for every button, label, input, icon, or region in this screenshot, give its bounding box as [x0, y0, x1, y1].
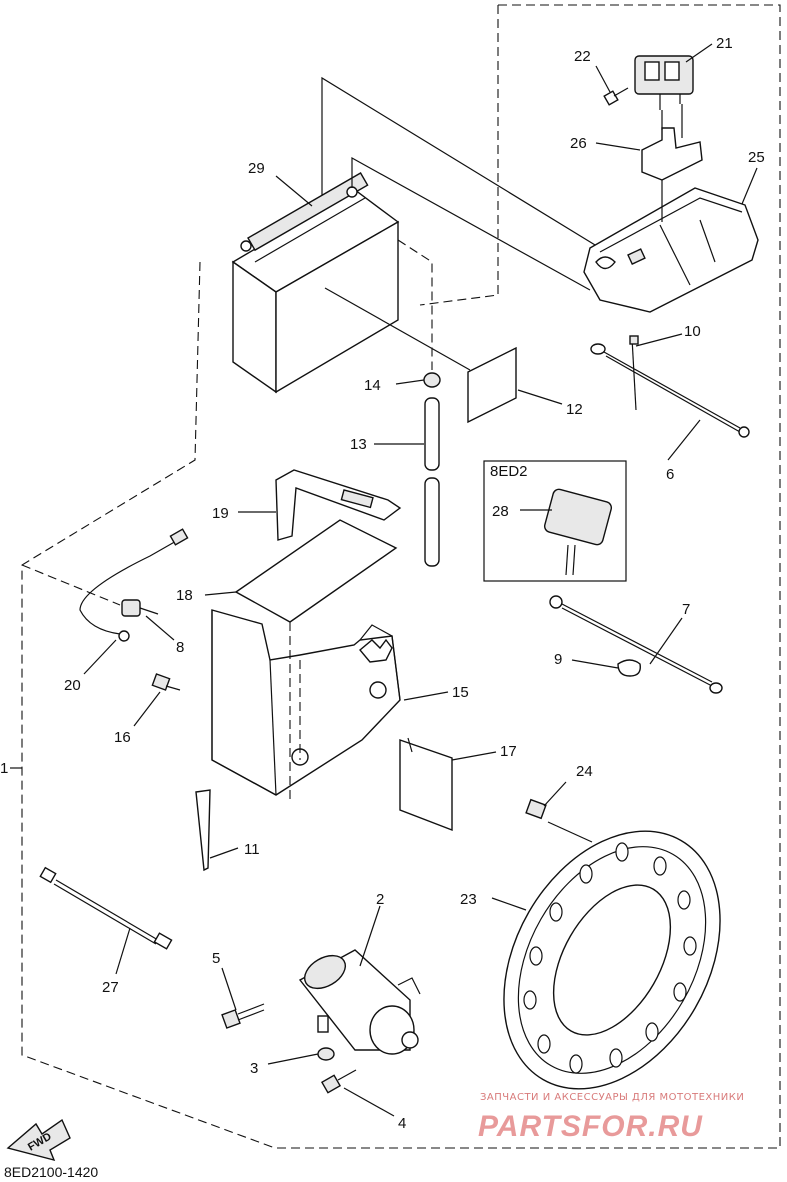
assembly-boundary [10, 4, 781, 1149]
breather-pipe [423, 372, 441, 567]
battery-cover [583, 187, 759, 313]
callout-5: 5 [212, 950, 220, 967]
battery-guide-lines [321, 76, 601, 371]
callout-12: 12 [566, 401, 583, 418]
callout-28: 28 [492, 503, 509, 520]
callout-3: 3 [250, 1060, 258, 1077]
ground-lead [79, 528, 189, 642]
sub-wire [39, 866, 173, 950]
starter-relay [634, 55, 694, 110]
callout-19: 19 [212, 505, 229, 522]
callout-6: 6 [666, 466, 674, 483]
case-plate [399, 737, 453, 832]
callout-labels: 1 2 3 4 5 6 7 8 9 10 11 12 13 14 15 16 1… [0, 35, 765, 1132]
callout-4: 4 [398, 1115, 406, 1132]
battery [231, 172, 400, 394]
callout-11: 11 [244, 841, 260, 858]
starter-motor [298, 949, 421, 1055]
battery-band [275, 469, 402, 541]
relay-bracket [641, 127, 703, 181]
rotor-disc [503, 798, 721, 1090]
fuse-holder [121, 599, 159, 617]
diagram-code: 8ED2100-1420 [4, 1164, 98, 1180]
callout-25: 25 [748, 149, 765, 166]
callout-20: 20 [64, 677, 81, 694]
callout-10: 10 [684, 323, 701, 340]
starter-lead [549, 595, 723, 694]
battery-sheet [234, 519, 398, 623]
fwd-arrow: FWD [6, 1118, 71, 1162]
callout-21: 21 [716, 35, 733, 52]
battery-case [211, 609, 401, 800]
inset-title: 8ED2 [490, 463, 528, 480]
callout-18: 18 [176, 587, 193, 604]
callout-23: 23 [460, 891, 477, 908]
callout-27: 27 [102, 979, 119, 996]
callout-14: 14 [364, 377, 381, 394]
callout-8: 8 [176, 639, 184, 656]
callout-15: 15 [452, 684, 469, 701]
watermark-tagline: ЗАПЧАСТИ И АКСЕССУАРЫ ДЛЯ МОТОТЕХНИКИ [480, 1092, 744, 1103]
callout-26: 26 [570, 135, 587, 152]
callout-7: 7 [682, 601, 690, 618]
starter-bolt-4 [320, 1069, 357, 1094]
wire-clip [195, 789, 211, 872]
callout-24: 24 [576, 763, 593, 780]
battery-pad [467, 346, 517, 424]
relay-bolt [603, 87, 629, 106]
callout-16: 16 [114, 729, 131, 746]
callout-2: 2 [376, 891, 384, 908]
case-bolt [151, 673, 181, 691]
callout-29: 29 [248, 160, 265, 177]
callout-9: 9 [554, 651, 562, 668]
callout-13: 13 [350, 436, 367, 453]
starter-nut [317, 1047, 335, 1061]
variant-inset [483, 460, 627, 582]
callout-22: 22 [574, 48, 591, 65]
callout-17: 17 [500, 743, 517, 760]
callout-1: 1 [0, 760, 8, 777]
relay-guide-lines [661, 104, 683, 222]
battery-lead [590, 335, 750, 438]
starter-bolt-5 [221, 1003, 265, 1029]
leader-lines [83, 43, 758, 1117]
watermark-logo: PARTSFOR.RU [478, 1110, 703, 1143]
watermark: ЗАПЧАСТИ И АКСЕССУАРЫ ДЛЯ МОТОТЕХНИКИ PA… [478, 1092, 744, 1143]
